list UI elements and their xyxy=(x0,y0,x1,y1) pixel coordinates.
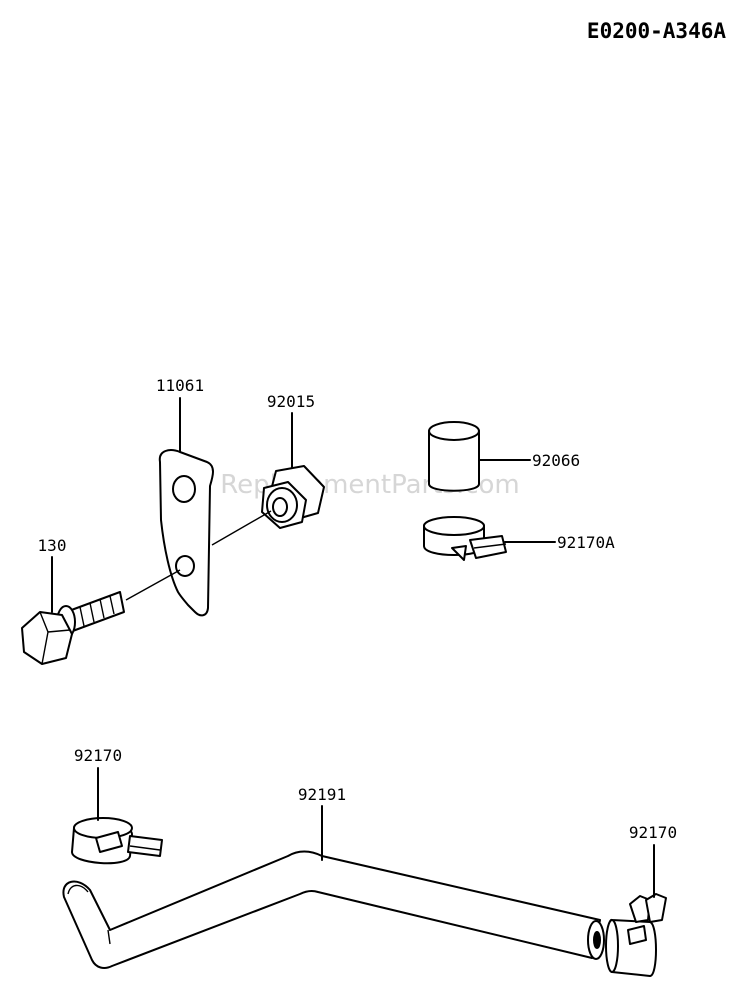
label-clamp-left[interactable]: 92170 xyxy=(74,746,122,765)
label-collar[interactable]: 92015 xyxy=(267,392,315,411)
part-bolt[interactable] xyxy=(21,591,125,665)
part-clamp-a[interactable] xyxy=(423,516,507,561)
label-hose[interactable]: 92191 xyxy=(298,785,346,804)
diagram-code: E0200-A346A xyxy=(587,19,726,43)
part-hose[interactable] xyxy=(62,850,605,969)
part-collar[interactable] xyxy=(261,465,325,529)
alignment-line-bolt xyxy=(125,569,181,601)
part-cap[interactable] xyxy=(428,421,480,492)
part-bracket[interactable] xyxy=(158,449,214,617)
label-clamp-right[interactable]: 92170 xyxy=(629,823,677,842)
label-bracket[interactable]: 11061 xyxy=(156,376,204,395)
alignment-line-collar xyxy=(211,510,272,546)
label-bolt[interactable]: 130 xyxy=(38,536,67,555)
label-cap[interactable]: 92066 xyxy=(532,451,580,470)
part-clamp-left[interactable] xyxy=(71,817,163,865)
label-clamp-a[interactable]: 92170A xyxy=(557,533,615,552)
part-clamp-right[interactable] xyxy=(605,893,667,977)
